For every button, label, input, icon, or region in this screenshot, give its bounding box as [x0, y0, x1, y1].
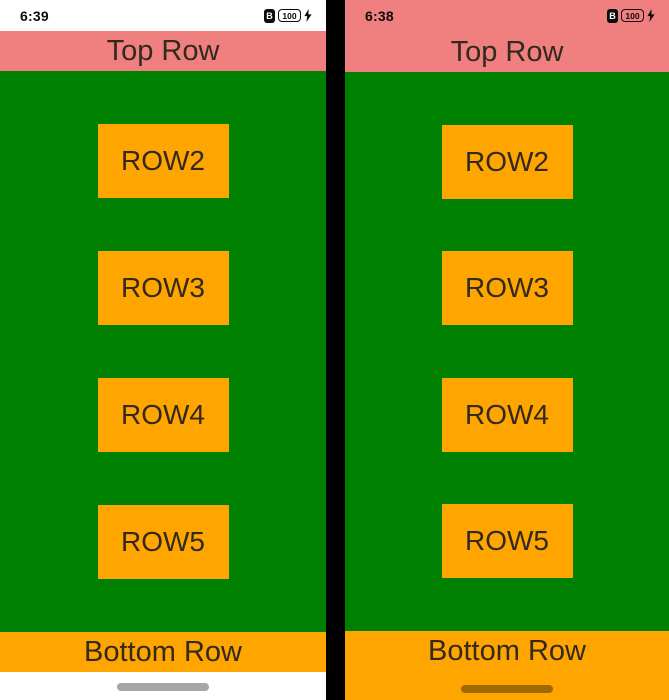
top-row-band: 6:38 B 100 Top Row [345, 0, 669, 72]
row-button[interactable]: ROW4 [441, 377, 573, 452]
row-button[interactable]: ROW5 [97, 505, 229, 579]
battery-icon: 100 [621, 9, 644, 22]
row-button[interactable]: ROW3 [441, 251, 573, 326]
top-row-band: Top Row [0, 31, 326, 71]
home-indicator[interactable] [117, 683, 209, 691]
left-phone-screen: 6:39 B 100 Top Row ROW2 ROW3 ROW4 ROW5 B… [0, 0, 326, 700]
bottom-row-band: Bottom Row [0, 632, 326, 672]
clock-text: 6:38 [365, 7, 394, 24]
row-button[interactable]: ROW5 [441, 504, 573, 579]
bottom-row-band: Bottom Row [345, 631, 669, 700]
clock-text: 6:39 [20, 7, 49, 24]
bottom-row-label: Bottom Row [84, 636, 242, 668]
top-row-label: Top Row [106, 35, 220, 67]
status-icons: B 100 [264, 8, 312, 23]
battery-saver-icon: B [607, 8, 618, 23]
bottom-row-label: Bottom Row [428, 635, 586, 667]
status-bar: 6:38 B 100 [345, 0, 669, 31]
navigation-bar [0, 672, 326, 700]
row-button[interactable]: ROW2 [97, 124, 229, 198]
content-area: ROW2 ROW3 ROW4 ROW5 [345, 72, 669, 631]
row-button[interactable]: ROW3 [97, 251, 229, 325]
content-area: ROW2 ROW3 ROW4 ROW5 [0, 71, 326, 632]
right-phone-screen: 6:38 B 100 Top Row ROW2 ROW3 ROW4 ROW5 B… [345, 0, 669, 700]
row-button[interactable]: ROW4 [97, 378, 229, 452]
home-indicator[interactable] [461, 685, 553, 693]
screenshot-divider [326, 0, 345, 700]
charging-bolt-icon [647, 9, 655, 22]
battery-saver-icon: B [264, 8, 275, 23]
top-row-label: Top Row [450, 36, 564, 68]
charging-bolt-icon [304, 9, 312, 22]
row-button[interactable]: ROW2 [441, 124, 573, 199]
status-bar: 6:39 B 100 [0, 0, 326, 31]
battery-icon: 100 [278, 9, 301, 22]
status-icons: B 100 [607, 8, 655, 23]
